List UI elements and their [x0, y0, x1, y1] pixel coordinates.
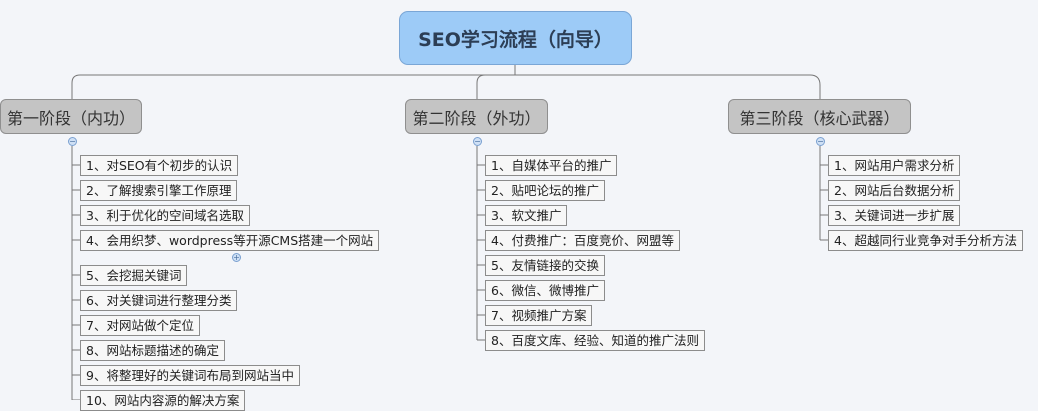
collapse-icon[interactable]: − — [473, 137, 482, 146]
branch-node-stage-2[interactable]: 第二阶段（外功） — [405, 99, 548, 134]
child-node[interactable]: 4、付费推广：百度竞价、网盟等 — [485, 230, 680, 251]
child-node[interactable]: 8、百度文库、经验、知道的推广法则 — [485, 330, 705, 351]
child-node[interactable]: 2、网站后台数据分析 — [828, 180, 961, 201]
child-node[interactable]: 7、对网站做个定位 — [80, 315, 200, 336]
child-node[interactable]: 6、对关键词进行整理分类 — [80, 290, 238, 311]
child-node[interactable]: 3、软文推广 — [485, 205, 568, 226]
child-node[interactable]: 2、贴吧论坛的推广 — [485, 180, 605, 201]
connector-lines — [71, 65, 828, 400]
branch-node-stage-1[interactable]: 第一阶段（内功） — [0, 99, 142, 134]
root-node[interactable]: SEO学习流程（向导） — [399, 11, 632, 65]
child-node[interactable]: 4、会用织梦、wordpress等开源CMS搭建一个网站 — [80, 230, 380, 251]
child-node[interactable]: 1、对SEO有个初步的认识 — [80, 155, 239, 176]
collapse-icon[interactable]: − — [68, 137, 77, 146]
child-node[interactable]: 4、超越同行业竞争对手分析方法 — [828, 230, 1023, 251]
child-node[interactable]: 3、关键词进一步扩展 — [828, 205, 961, 226]
child-node[interactable]: 10、网站内容源的解决方案 — [80, 390, 246, 411]
branch-node-stage-3[interactable]: 第三阶段（核心武器） — [728, 99, 911, 134]
child-node[interactable]: 7、视频推广方案 — [485, 305, 593, 326]
connector — [71, 74, 81, 99]
child-node[interactable]: 5、友情链接的交换 — [485, 255, 605, 276]
child-node[interactable]: 8、网站标题描述的确定 — [80, 340, 225, 361]
child-node[interactable]: 9、将整理好的关键词布局到网站当中 — [80, 365, 300, 386]
collapse-icon[interactable]: − — [816, 137, 825, 146]
connector — [476, 74, 486, 99]
expand-icon[interactable]: + — [232, 253, 241, 262]
child-node[interactable]: 1、网站用户需求分析 — [828, 155, 961, 176]
child-node[interactable]: 2、了解搜索引擎工作原理 — [80, 180, 238, 201]
child-node[interactable]: 5、会挖掘关键词 — [80, 265, 188, 286]
child-node[interactable]: 6、微信、微博推广 — [485, 280, 605, 301]
child-node[interactable]: 1、自媒体平台的推广 — [485, 155, 618, 176]
connector — [80, 74, 821, 99]
child-node[interactable]: 3、利于优化的空间域名选取 — [80, 205, 250, 226]
